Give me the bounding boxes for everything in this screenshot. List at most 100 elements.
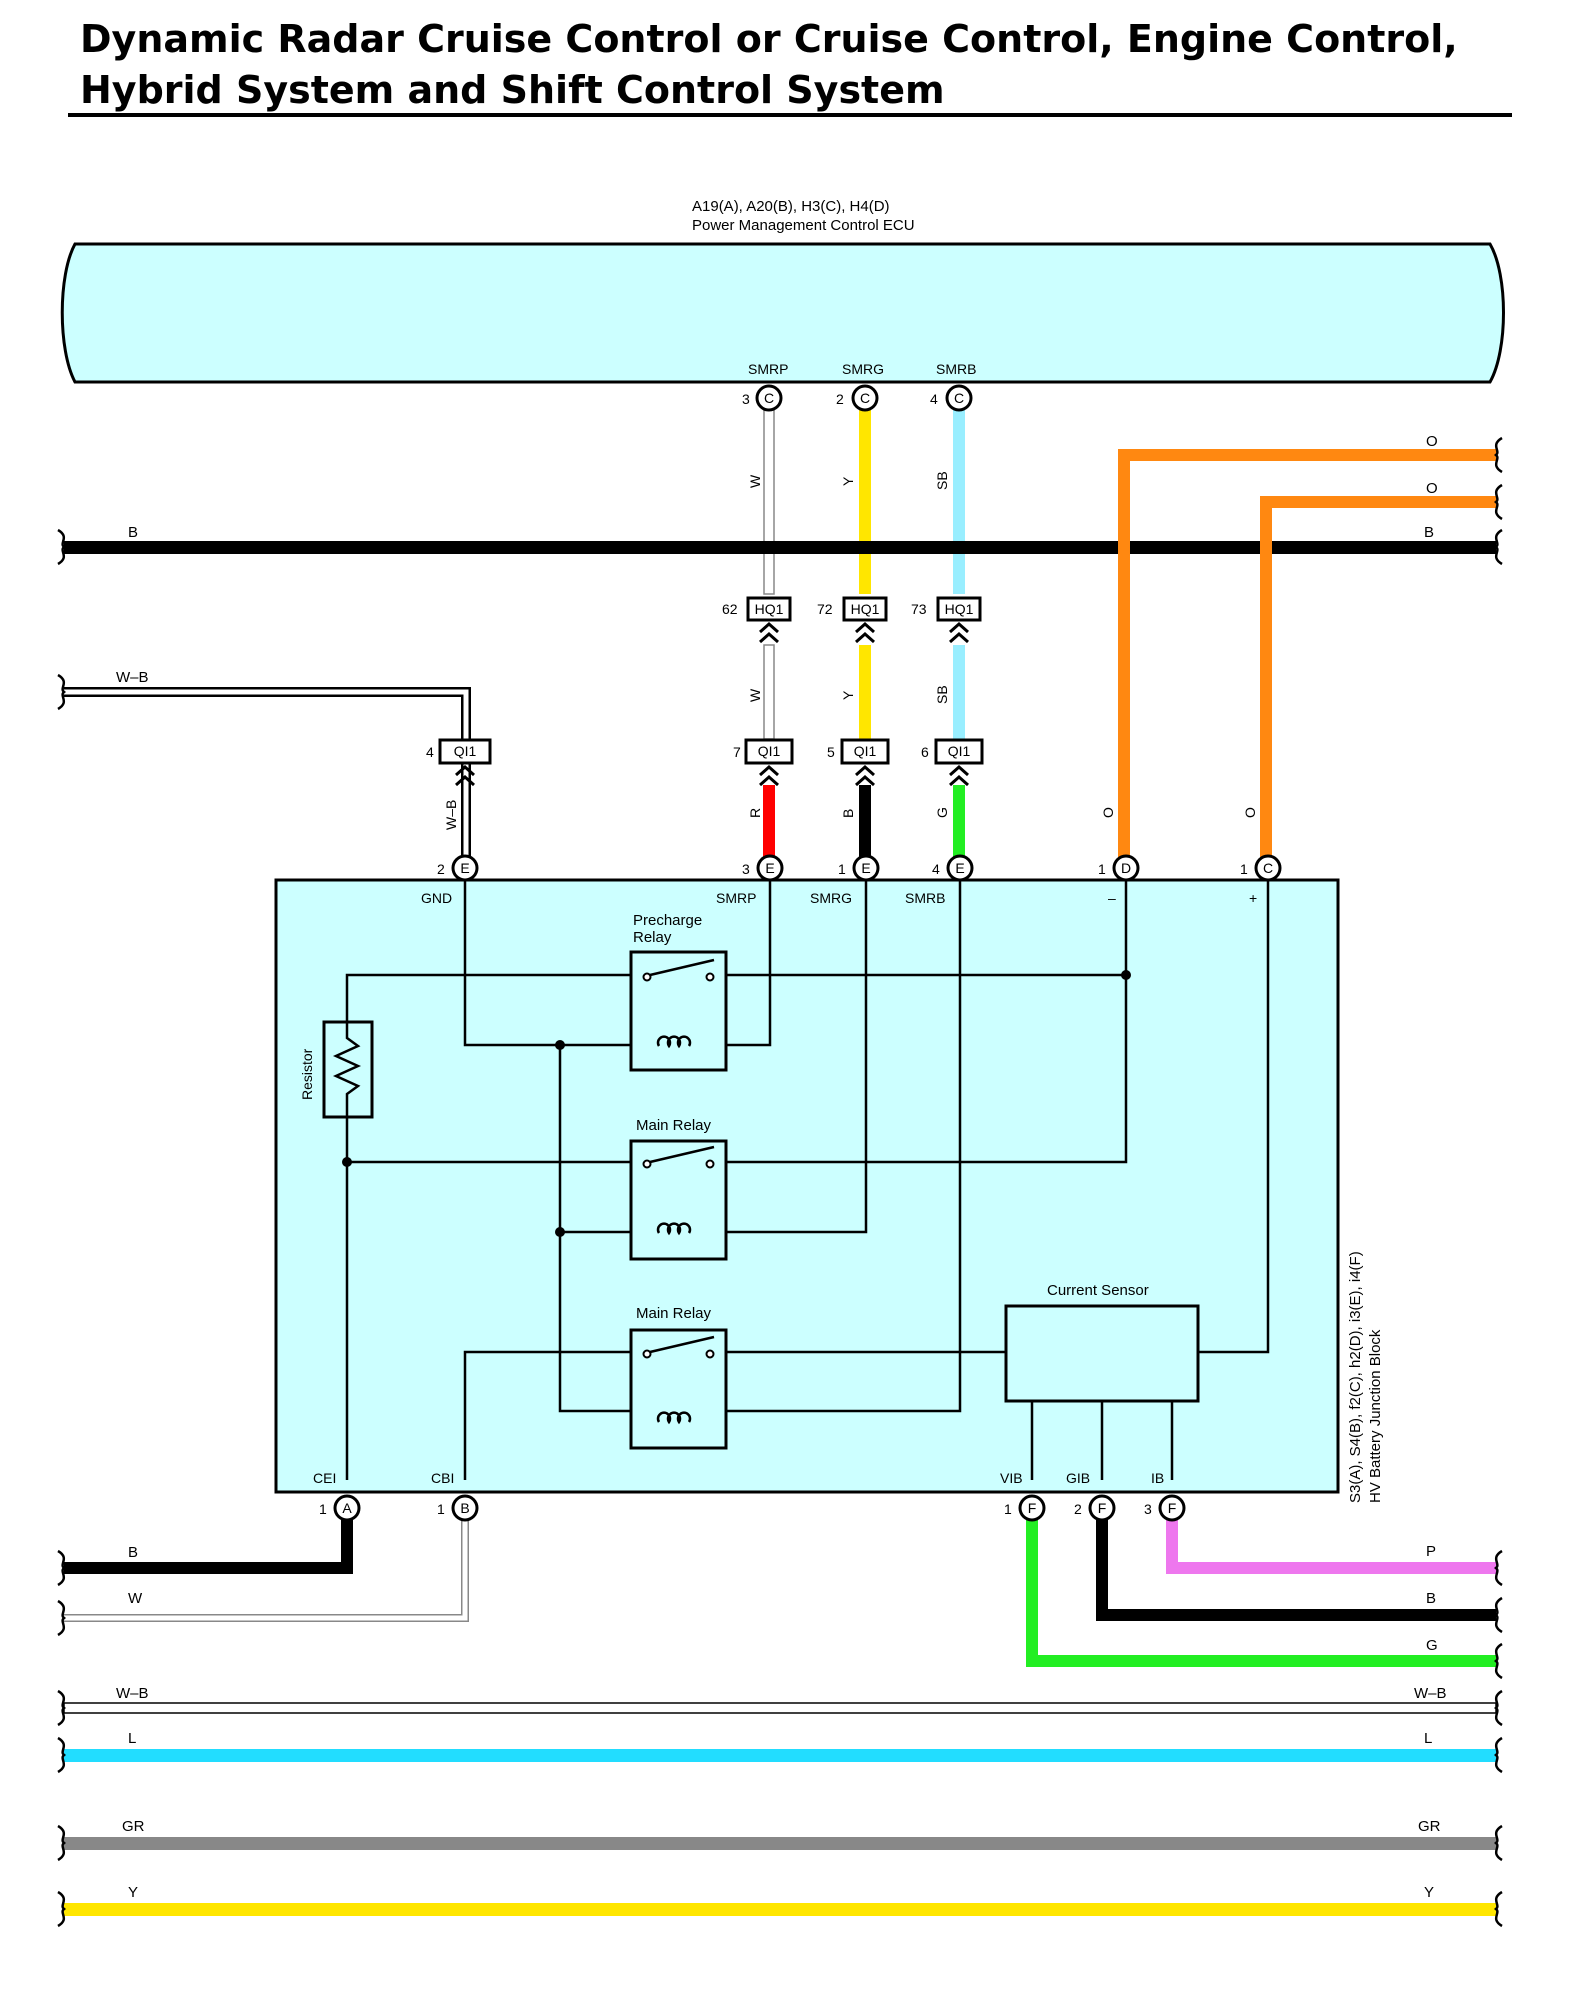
hq1-num-62: 62 (722, 601, 738, 617)
wire-smrp-w-mid (763, 644, 775, 740)
junction-pin-num-gnd: 2 (437, 861, 445, 877)
main-relay-1-label: Main Relay (636, 1117, 712, 1134)
junction-label-smrb: SMRB (905, 890, 945, 906)
junction-pin-num-gib: 2 (1074, 1501, 1082, 1517)
junction-pin-cbi: 1 B (437, 1494, 479, 1522)
junction-label-cei: CEI (313, 1470, 336, 1486)
junction-node (1121, 970, 1131, 980)
wire-label-wb-gnd: W–B (443, 800, 459, 830)
wire-p-ib (1166, 1508, 1496, 1574)
hq1-name-73: HQ1 (945, 601, 974, 617)
ecu-box (60, 242, 1505, 384)
junction-pin-smrp: 3 E (742, 854, 784, 882)
hq1-name-62: HQ1 (755, 601, 784, 617)
precharge-relay-label-2: Relay (633, 929, 672, 946)
wire-smrp-r (763, 785, 775, 868)
qi1-num-4: 4 (426, 744, 434, 760)
connector-qi1-6: 6 QI1 (921, 738, 984, 787)
bus-y-left-label: Y (128, 1884, 138, 1901)
junction-pin-conn-cbi: B (460, 1500, 469, 1516)
junction-pin-gib: 2 F (1074, 1494, 1116, 1522)
junction-label-smrp: SMRP (716, 890, 756, 906)
ecu-pin-num-smrp: 3 (742, 391, 750, 407)
hq1-num-73: 73 (911, 601, 927, 617)
ecu-connector-list: A19(A), A20(B), H3(C), H4(D) (692, 198, 890, 215)
wire-smrb-sb-mid (953, 645, 965, 739)
connector-qi1-7: 7 QI1 (733, 738, 794, 787)
ecu-pin-label-smrb: SMRB (936, 361, 976, 377)
qi1-name-4: QI1 (454, 743, 477, 759)
connector-qi1-4: 4 QI1 (426, 738, 492, 787)
qi1-name-7: QI1 (758, 743, 781, 759)
qi1-name-6: QI1 (948, 743, 971, 759)
junction-pin-conn-cei: A (342, 1500, 352, 1516)
wire-smrg-y-upper (859, 410, 871, 594)
title-divider (68, 113, 1512, 117)
wire-label-o2: O (1426, 480, 1438, 497)
wire-label-r: R (747, 808, 763, 818)
resistor-label: Resistor (299, 1048, 315, 1100)
wire-label-wb-upper: W–B (116, 669, 149, 686)
qi1-num-7: 7 (733, 744, 741, 760)
junction-node (555, 1040, 565, 1050)
junction-label-smrg: SMRG (810, 890, 852, 906)
bus-y-right-label: Y (1424, 1884, 1434, 1901)
bus-y-bottom: Y Y (56, 1884, 1504, 1928)
junction-pin-num-smrb: 4 (932, 861, 940, 877)
connector-hq1-72: 72 HQ1 (817, 596, 888, 644)
ecu-pin-smrb: SMRB 4 C (930, 361, 976, 412)
wire-label-g-vib: G (1426, 1637, 1438, 1654)
bus-b-right-label: B (1424, 524, 1434, 541)
junction-pin-num-vib: 1 (1004, 1501, 1012, 1517)
junction-pin-plus: 1 C (1240, 854, 1282, 882)
wire-label-o1: O (1426, 433, 1438, 450)
hq1-num-72: 72 (817, 601, 833, 617)
ecu-pin-smrg: SMRG 2 C (836, 361, 884, 412)
wire-label-sb: SB (934, 471, 950, 490)
junction-pin-num-cei: 1 (319, 1501, 327, 1517)
junction-pin-gnd: 2 E (437, 854, 479, 882)
ecu-pin-conn-smrg: C (860, 390, 870, 406)
connector-hq1-73: 73 HQ1 (911, 596, 982, 644)
junction-label-gib: GIB (1066, 1470, 1090, 1486)
wire-smrg-b (859, 785, 871, 868)
junction-pin-num-cbi: 1 (437, 1501, 445, 1517)
wire-smrp-w-upper (763, 409, 775, 595)
qi1-num-6: 6 (921, 744, 929, 760)
junction-pin-conn-smrg: E (861, 860, 870, 876)
ecu-pin-conn-smrb: C (954, 390, 964, 406)
junction-pin-num-plus: 1 (1240, 861, 1248, 877)
junction-label-cbi: CBI (431, 1470, 454, 1486)
junction-label-gnd: GND (421, 890, 452, 906)
qi1-num-5: 5 (827, 744, 835, 760)
ecu-pin-label-smrp: SMRP (748, 361, 788, 377)
junction-label-ib: IB (1151, 1470, 1164, 1486)
junction-pin-num-minus: 1 (1098, 861, 1106, 877)
bus-l-right-label: L (1424, 1730, 1432, 1747)
ecu-pin-label-smrg: SMRG (842, 361, 884, 377)
junction-name: HV Battery Junction Block (1367, 1329, 1384, 1503)
junction-pin-ib: 3 F (1144, 1494, 1186, 1522)
wire-label-w-mid: W (747, 688, 763, 702)
bus-b-main (64, 541, 1496, 554)
junction-pin-cei: 1 A (319, 1494, 361, 1522)
wire-label-b-lower: B (840, 809, 856, 818)
connector-qi1-5: 5 QI1 (827, 738, 890, 787)
resistor: Resistor (299, 1020, 374, 1119)
ecu-pin-num-smrg: 2 (836, 391, 844, 407)
wire-smrb-g (953, 785, 965, 868)
junction-pin-conn-smrp: E (765, 860, 774, 876)
main-relay-1: Main Relay (629, 1117, 728, 1261)
ecu-pin-smrp: SMRP 3 C (742, 361, 788, 412)
qi1-name-5: QI1 (854, 743, 877, 759)
bus-wb-right-label: W–B (1414, 1685, 1447, 1702)
wire-label-p: P (1426, 1543, 1436, 1560)
wire-label-o-plus: O (1242, 807, 1258, 818)
junction-label-vib: VIB (1000, 1470, 1023, 1486)
junction-pin-conn-gnd: E (460, 860, 469, 876)
wire-label-sb-mid: SB (934, 685, 950, 704)
bus-b-left-label: B (128, 524, 138, 541)
bus-l-bottom: L L (56, 1730, 1504, 1774)
bus-wb-bottom: W–B W–B (56, 1685, 1504, 1727)
